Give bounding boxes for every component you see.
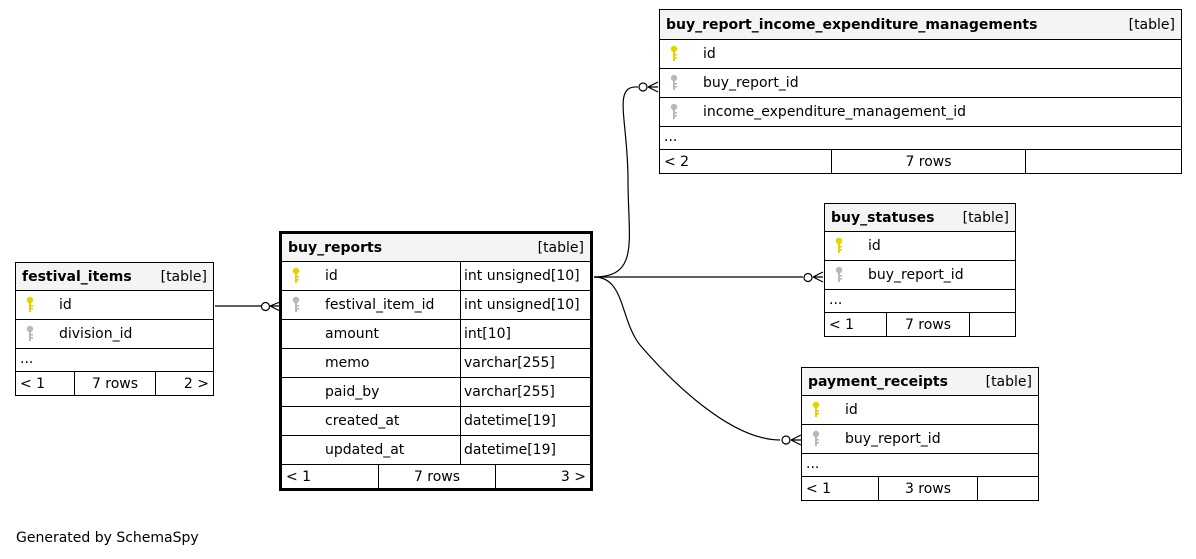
table-footer: < 1 3 rows	[802, 477, 1038, 500]
column-name: division_id	[59, 326, 133, 342]
table-tag: [table]	[160, 268, 207, 285]
foreign-key-icon	[810, 429, 830, 449]
column-row: buy_report_id	[660, 69, 1181, 98]
column-type: int unsigned[10]	[460, 291, 590, 319]
table-payment-receipts[interactable]: payment_receipts [table] id buy_report_i…	[801, 367, 1039, 501]
column-name: buy_report_id	[868, 267, 964, 283]
children-count	[978, 477, 1038, 500]
table-tag: [table]	[1128, 16, 1175, 33]
primary-key-icon	[24, 295, 44, 315]
table-tag: [table]	[962, 209, 1009, 226]
foreign-key-icon	[668, 102, 688, 122]
more-columns: ...	[16, 349, 213, 372]
parents-count: < 1	[802, 477, 879, 500]
table-footer: < 1 7 rows 2 >	[16, 372, 213, 395]
column-name: id	[59, 297, 72, 313]
primary-key-icon	[668, 44, 688, 64]
children-count: 3 >	[560, 468, 586, 485]
column-name: id	[325, 268, 338, 284]
column-row: id	[825, 232, 1015, 261]
column-row: income_expenditure_management_id	[660, 98, 1181, 127]
column-name: paid_by	[325, 384, 380, 400]
table-tag: [table]	[985, 373, 1032, 390]
edge-buy-reports-bri	[593, 86, 639, 278]
primary-key-icon	[290, 266, 310, 286]
column-row: id int unsigned[10]	[282, 262, 590, 291]
table-name: buy_reports	[288, 239, 383, 256]
column-row: updated_at datetime[19]	[282, 436, 590, 465]
column-row: division_id	[16, 320, 213, 349]
parents-count: < 1	[16, 372, 75, 395]
row-count: 7 rows	[887, 313, 970, 336]
more-columns: ...	[802, 454, 1038, 477]
primary-key-icon	[833, 236, 853, 256]
column-type: datetime[19]	[460, 436, 590, 464]
table-header: buy_statuses [table]	[825, 204, 1015, 232]
column-name: festival_item_id	[325, 297, 435, 313]
children-count	[1026, 150, 1181, 173]
table-buy-reports[interactable]: buy_reports [table] id int unsigned[10] …	[279, 231, 593, 491]
children-count: 2 >	[183, 375, 209, 392]
column-name: id	[845, 402, 858, 418]
table-buy-statuses[interactable]: buy_statuses [table] id buy_report_id ..…	[824, 203, 1016, 337]
edge-buy-reports-payment-receipts	[593, 276, 781, 441]
column-name: id	[868, 238, 881, 254]
table-tag: [table]	[537, 239, 584, 256]
table-name: buy_statuses	[831, 209, 935, 226]
column-type: int unsigned[10]	[460, 262, 590, 290]
column-row: amount int[10]	[282, 320, 590, 349]
column-name: amount	[325, 326, 380, 342]
table-header: festival_items [table]	[16, 263, 213, 291]
table-name: payment_receipts	[808, 373, 948, 390]
column-row: buy_report_id	[802, 425, 1038, 454]
column-row: memo varchar[255]	[282, 349, 590, 378]
column-row: created_at datetime[19]	[282, 407, 590, 436]
row-count: 7 rows	[832, 150, 1026, 173]
table-buy-report-income-expenditure-managements[interactable]: buy_report_income_expenditure_management…	[659, 9, 1182, 174]
column-name: id	[703, 46, 716, 62]
column-name: updated_at	[325, 442, 405, 458]
column-type: varchar[255]	[460, 349, 590, 377]
column-name: income_expenditure_management_id	[703, 104, 967, 120]
column-row: id	[16, 291, 213, 320]
table-name: festival_items	[22, 268, 132, 285]
column-row: id	[802, 396, 1038, 425]
column-name: created_at	[325, 413, 400, 429]
foreign-key-icon	[668, 73, 688, 93]
foreign-key-icon	[833, 265, 853, 285]
parents-count: < 2	[660, 150, 832, 173]
table-header: buy_report_income_expenditure_management…	[660, 10, 1181, 40]
parents-count: < 1	[825, 313, 887, 336]
table-header: buy_reports [table]	[282, 234, 590, 262]
table-footer: < 2 7 rows	[660, 150, 1181, 173]
table-footer: < 1 7 rows 3 >	[282, 465, 590, 488]
table-name: buy_report_income_expenditure_management…	[666, 16, 1038, 33]
column-row: festival_item_id int unsigned[10]	[282, 291, 590, 320]
table-header: payment_receipts [table]	[802, 368, 1038, 396]
row-count: 7 rows	[379, 465, 496, 488]
column-name: buy_report_id	[845, 431, 941, 447]
generated-by-footer: Generated by SchemaSpy	[16, 530, 199, 546]
row-count: 3 rows	[879, 477, 978, 500]
table-footer: < 1 7 rows	[825, 313, 1015, 336]
column-type: int[10]	[460, 320, 590, 348]
primary-key-icon	[810, 400, 830, 420]
column-row: paid_by varchar[255]	[282, 378, 590, 407]
more-columns: ...	[825, 290, 1015, 313]
children-count	[970, 313, 1015, 336]
column-row: id	[660, 40, 1181, 69]
more-columns: ...	[660, 127, 1181, 150]
parents-count: < 1	[282, 465, 379, 488]
row-count: 7 rows	[75, 372, 156, 395]
column-row: buy_report_id	[825, 261, 1015, 290]
column-type: datetime[19]	[460, 407, 590, 435]
table-festival-items[interactable]: festival_items [table] id division_id ..…	[15, 262, 214, 396]
column-type: varchar[255]	[460, 378, 590, 406]
foreign-key-icon	[24, 324, 44, 344]
column-name: buy_report_id	[703, 75, 799, 91]
column-name: memo	[325, 355, 370, 371]
foreign-key-icon	[290, 295, 310, 315]
